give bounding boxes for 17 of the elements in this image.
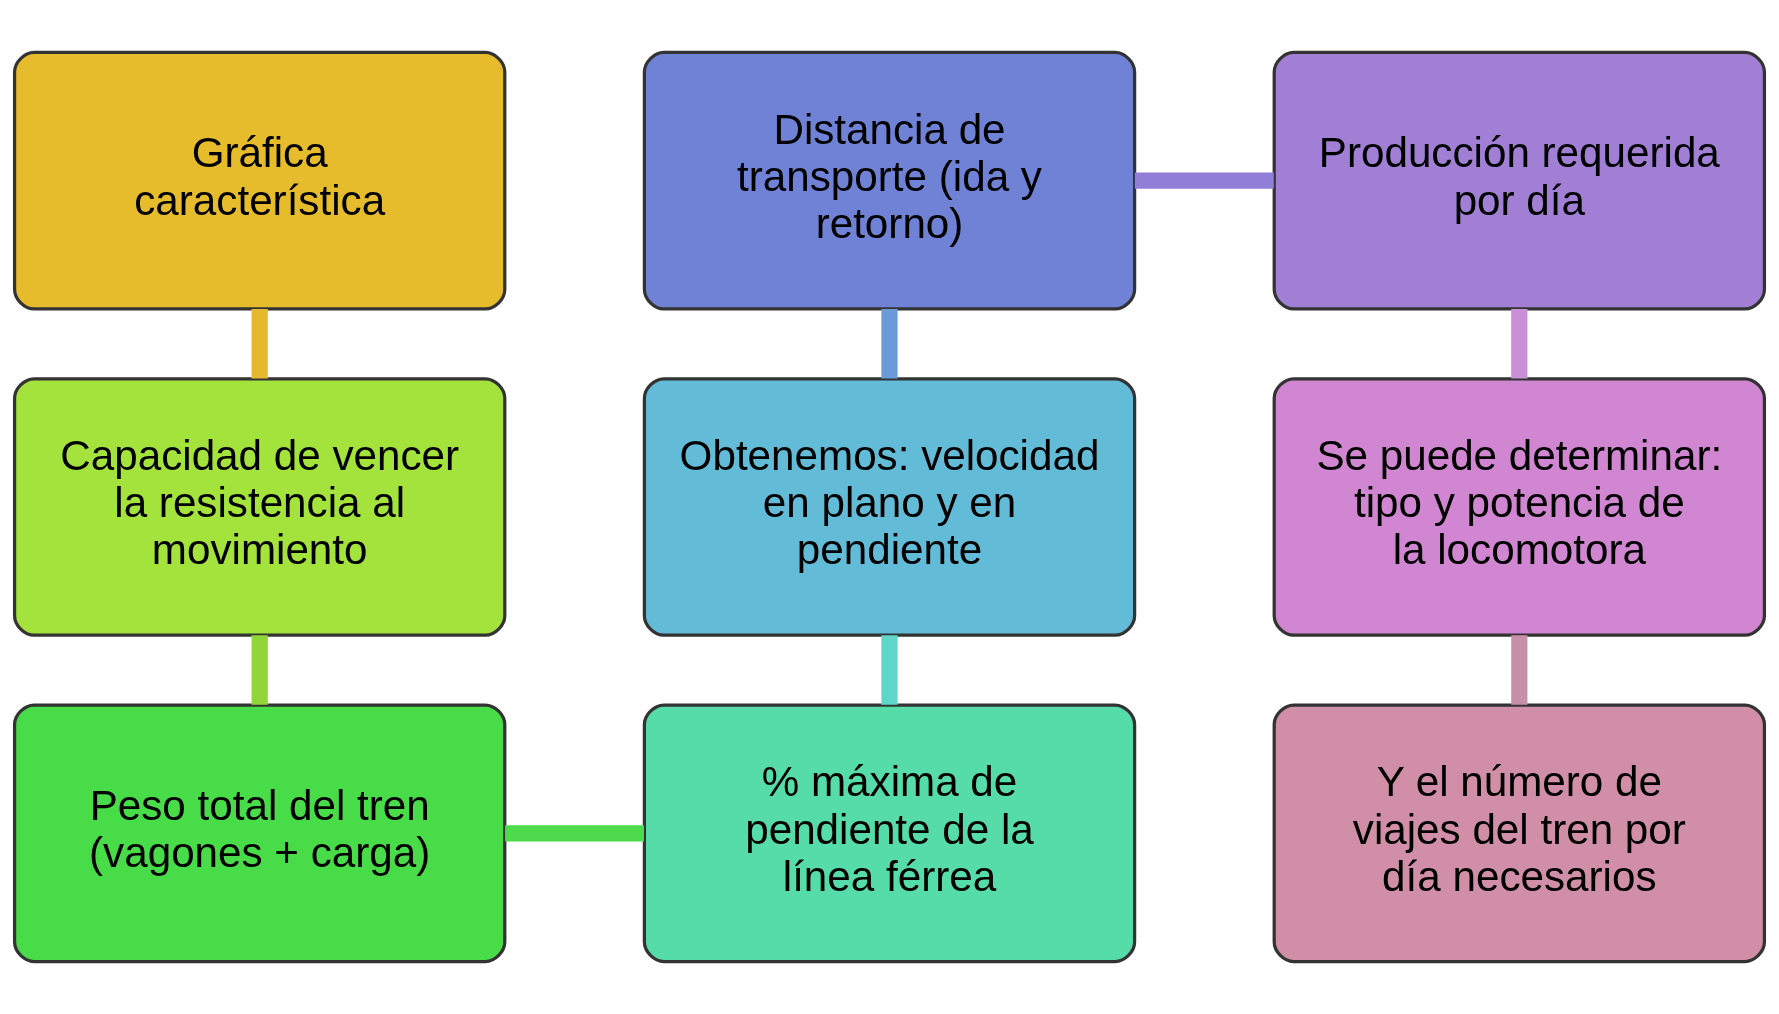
node-box: % máxima de pendiente de la línea férrea [642,703,1137,964]
connector [881,309,898,379]
node-box: Peso total del tren (vagones + carga) [12,703,507,964]
node-box: Distancia de transporte (ida y retorno) [642,50,1137,311]
connector [1134,172,1274,189]
node-box: Gráfica característica [12,50,507,311]
node-box: Se puede determinar: tipo y potencia de la locomotora [1272,377,1767,637]
node-box: Capacidad de vencer la resistencia al movimiento [12,377,507,637]
connector [251,309,268,379]
node-box: Producción requerida por día [1272,50,1767,311]
node-box: Y el número de viajes del tren por día necesarios [1272,703,1767,964]
connector [1511,635,1528,705]
connector [881,635,898,705]
connector [1511,309,1528,379]
connector [251,635,268,705]
node-box: Obtenemos: velocidad en plano y en pendiente [642,377,1137,637]
connector [505,825,644,842]
